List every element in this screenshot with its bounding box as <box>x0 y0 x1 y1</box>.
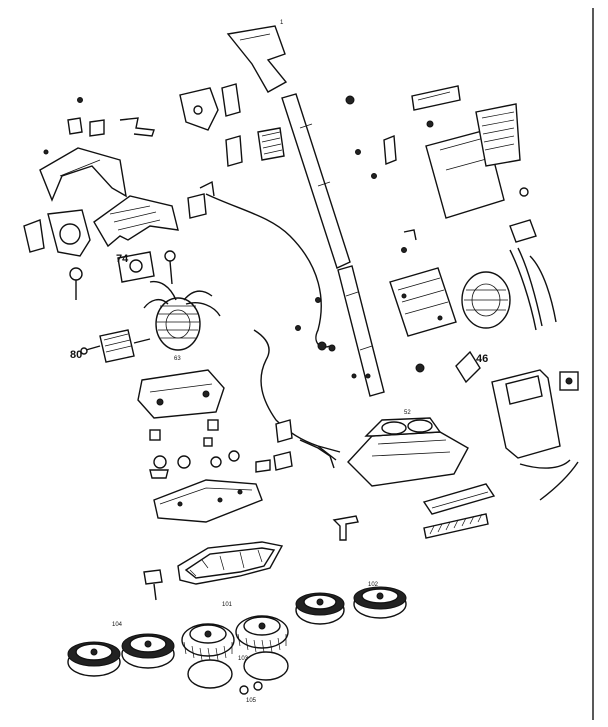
upper-handle-tube <box>281 93 351 269</box>
lower-handle-tube <box>337 265 385 397</box>
brush-wheel-set-101: 101 <box>181 602 289 661</box>
brush-strip-part <box>332 483 496 541</box>
callout-80: 80 <box>70 349 82 361</box>
callout-105: 105 <box>246 698 257 704</box>
nozzle-housing-part: 52 <box>347 410 469 487</box>
fan-housing-part <box>23 195 179 257</box>
rear-housing-panel <box>491 369 579 501</box>
bracket-107-part <box>143 569 163 601</box>
callout-63: 63 <box>174 356 181 362</box>
hose-parts-right <box>509 187 557 331</box>
callout-1: 1 <box>280 20 284 26</box>
wheel-set-102: 102 <box>295 582 407 625</box>
small-parts-top-left <box>43 83 285 167</box>
callout-74: 74 <box>116 253 129 265</box>
wheel-set-104: 104 <box>67 622 175 677</box>
motor-cover-part <box>39 147 127 202</box>
motor-assembly: 63 <box>143 280 221 362</box>
base-plate-part <box>153 479 263 523</box>
callout-103: 103 <box>238 656 249 662</box>
callout-102: 102 <box>368 582 379 588</box>
fan-chamber-part <box>389 267 457 337</box>
switch-bracket-part <box>187 180 331 348</box>
armature-part <box>80 329 151 363</box>
bag-housing-part <box>425 103 521 219</box>
handle-grip-part: 1 <box>226 20 288 93</box>
impeller-housing <box>137 369 225 419</box>
callout-46: 46 <box>476 353 488 365</box>
disc-set-105: 105 103 <box>187 651 289 704</box>
bag-collar-part <box>345 85 461 111</box>
power-cord-part <box>253 329 341 469</box>
fan-wheel-part <box>461 271 511 329</box>
callout-104: 104 <box>112 622 123 628</box>
cord-hook-part <box>255 419 293 473</box>
impeller-plate-part: 46 <box>455 350 488 384</box>
misc-hardware <box>295 120 434 379</box>
bearing-bracket-part <box>69 250 176 300</box>
bumper-strip-part <box>177 541 284 585</box>
callout-52: 52 <box>404 410 411 416</box>
callout-101: 101 <box>222 602 233 608</box>
small-fittings-middle <box>149 419 240 479</box>
